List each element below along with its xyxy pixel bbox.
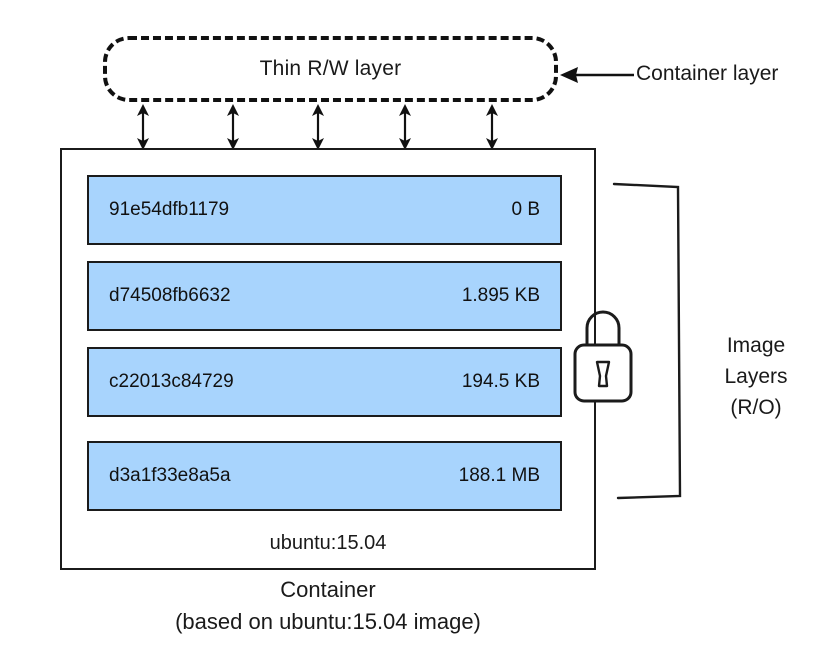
layer-size: 188.1 MB <box>458 465 540 486</box>
layer-size: 0 B <box>511 199 540 220</box>
container-caption-line2: (based on ubuntu:15.04 image) <box>175 609 481 634</box>
container-layer-callout-arrow-icon <box>560 67 634 83</box>
container-caption-line1: Container <box>280 577 376 602</box>
thin-rw-layer-box: Thin R/W layer <box>103 36 558 102</box>
image-layers-label-line2: Layers <box>724 365 788 388</box>
double-arrow-icon-2 <box>227 104 239 150</box>
container-image-tag: ubuntu:15.04 <box>269 532 387 554</box>
image-layer-row: c22013c84729 194.5 KB <box>87 347 562 417</box>
double-arrow-icon-4 <box>399 104 411 150</box>
layer-id: 91e54dfb1179 <box>109 199 230 220</box>
image-layer-row: d3a1f33e8a5a 188.1 MB <box>87 441 562 511</box>
layer-size: 194.5 KB <box>461 371 540 392</box>
padlock-icon <box>573 310 633 403</box>
double-arrow-icon-5 <box>486 104 498 150</box>
container-caption: Container (based on ubuntu:15.04 image) <box>60 574 596 638</box>
double-arrow-icon-1 <box>137 104 149 150</box>
layer-id: d3a1f33e8a5a <box>109 465 231 486</box>
image-layers-label-line3: (R/O) <box>730 396 782 419</box>
layer-id: d74508fb6632 <box>109 285 231 306</box>
thin-rw-layer-label: Thin R/W layer <box>259 57 402 80</box>
image-layer-row: d74508fb6632 1.895 KB <box>87 261 562 331</box>
image-layers-label: Image Layers (R/O) <box>700 330 812 423</box>
image-layers-label-line1: Image <box>726 334 786 357</box>
layer-size: 1.895 KB <box>461 285 540 306</box>
container-layer-callout-label: Container layer <box>636 62 779 85</box>
layer-id: c22013c84729 <box>109 371 234 392</box>
image-layer-row: 91e54dfb1179 0 B <box>87 175 562 245</box>
image-layers-bracket <box>612 182 682 500</box>
double-arrow-icon-3 <box>312 104 324 150</box>
